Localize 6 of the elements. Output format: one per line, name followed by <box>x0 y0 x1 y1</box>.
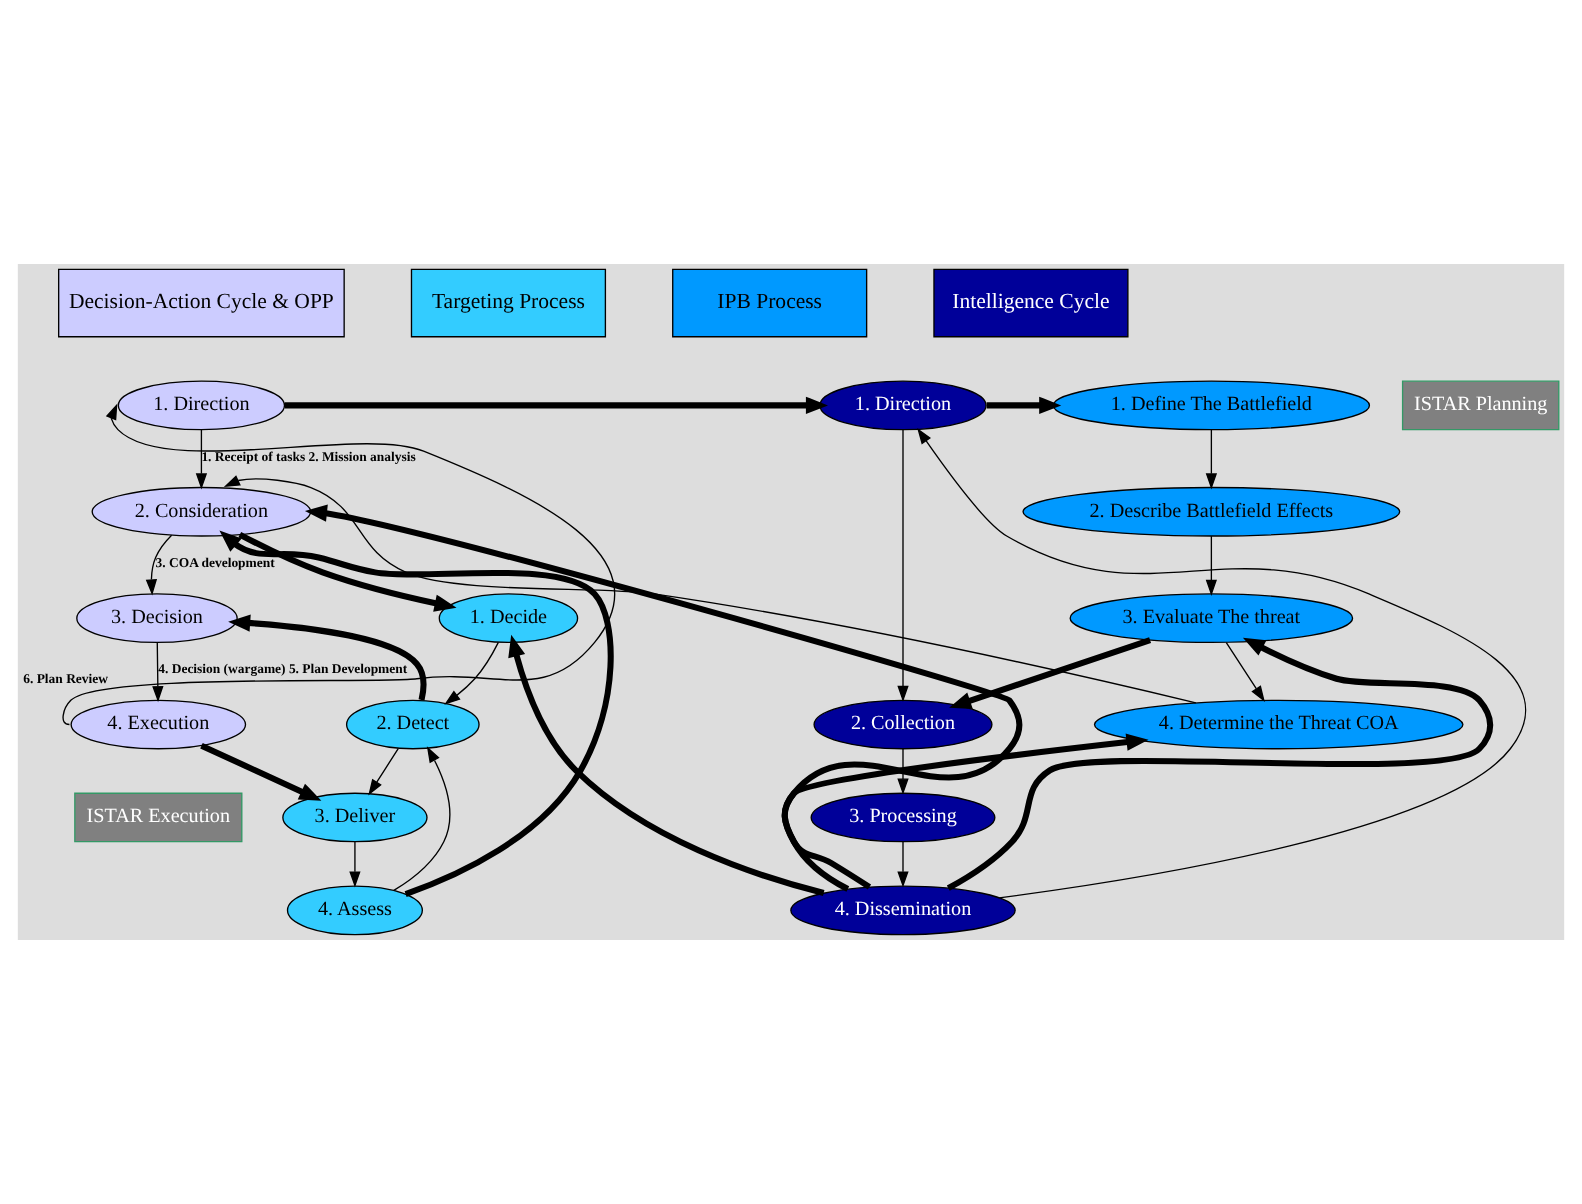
label: ISTAR Planning <box>1414 394 1548 417</box>
legend-label: Targeting Process <box>431 290 585 315</box>
label: ISTAR Execution <box>86 806 231 829</box>
legend-label: Intelligence Cycle <box>952 290 1110 315</box>
legend-label: IPB Process <box>717 290 823 315</box>
legend-label: Decision-Action Cycle & OPP <box>68 290 334 315</box>
